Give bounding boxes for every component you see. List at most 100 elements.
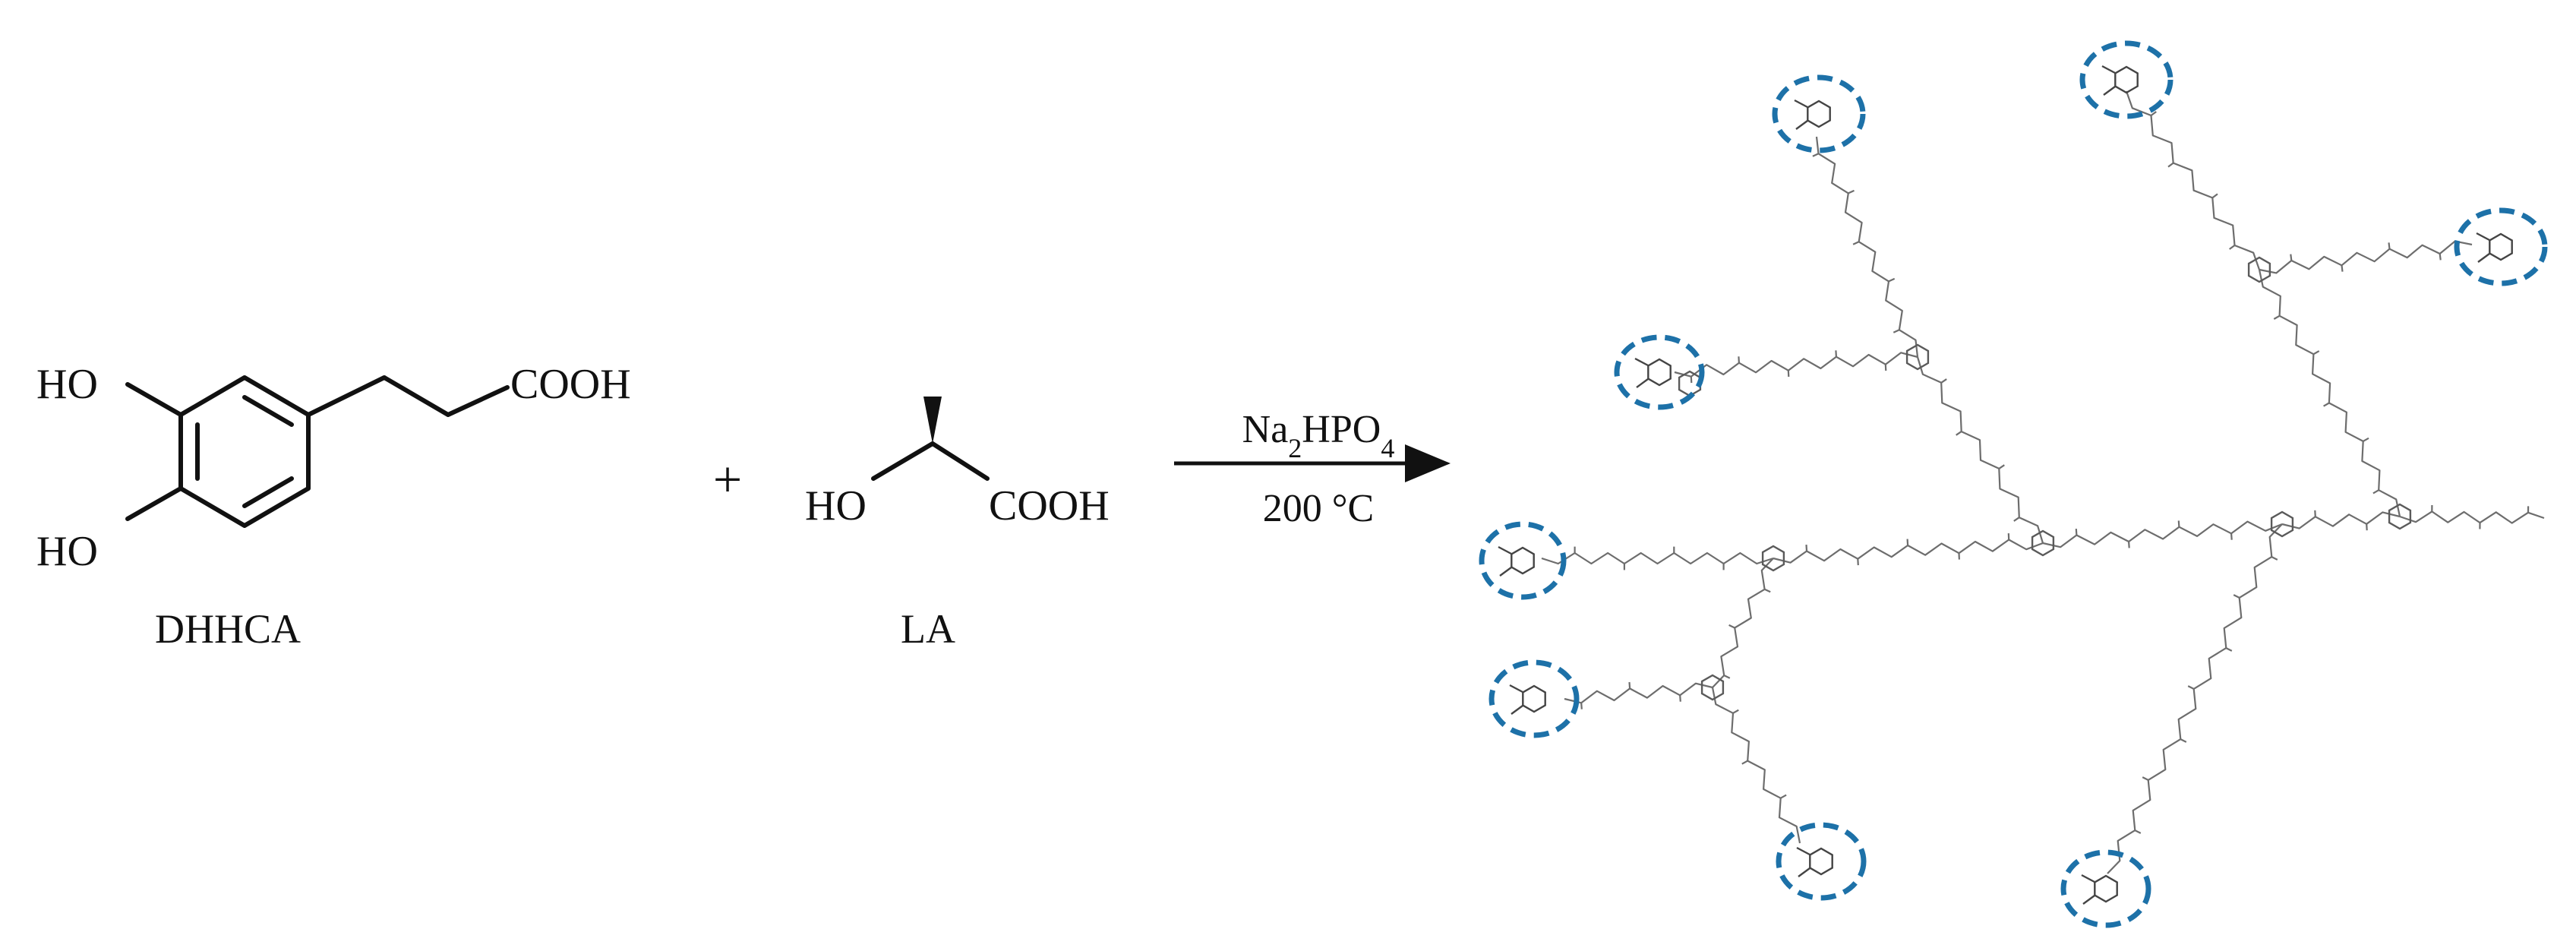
dhhca-oh-bond-bottom [125, 486, 183, 521]
carbonyl-tick [2229, 245, 2236, 250]
carbonyl-tick [1940, 378, 1947, 384]
hydroxyl-bond [1509, 684, 1523, 694]
branch-point-ring-icon [2031, 529, 2055, 557]
polymer-chain-segment [2281, 511, 2401, 529]
polymer-chain-segment [2125, 90, 2261, 270]
polymer-chain-segment [2107, 523, 2283, 874]
polymer-chain-segment [1916, 356, 2044, 544]
end-group-highlight [1614, 334, 1705, 410]
carbonyl-tick [1787, 370, 1790, 378]
hydroxyl-bond [1499, 567, 1512, 577]
catechol-ring-icon [2489, 232, 2513, 261]
carbonyl-tick [2271, 556, 2278, 561]
carbonyl-tick [2177, 520, 2180, 527]
dhhca-cooh: COOH [510, 361, 631, 408]
la-ho-bond [871, 441, 935, 481]
carbonyl-tick [2314, 510, 2316, 517]
carbonyl-tick [1732, 709, 1739, 714]
carbonyl-tick [1738, 356, 1740, 363]
hydroxyl-bond [2081, 874, 2095, 883]
carbonyl-tick [2372, 489, 2379, 495]
polymer-chain-segment [2399, 510, 2545, 524]
carbonyl-tick [2142, 776, 2149, 781]
dhhca-structure: HO HO COOH DHHCA [36, 361, 631, 652]
polymer-chains [1541, 90, 2545, 874]
branch-point-rings [1678, 256, 2412, 701]
hydroxyl-bond [1634, 357, 1649, 367]
branch-point-ring-icon [2388, 503, 2412, 530]
hydroxyl-bond [2476, 232, 2490, 242]
catechol-ring-icon [1809, 847, 1833, 876]
dhhca-double-bond [242, 395, 294, 427]
end-group-highlight [1488, 659, 1580, 738]
carbonyl-tick [1893, 329, 1900, 333]
branch-point-ring-icon [2270, 510, 2294, 538]
catechol-end-groups [1479, 40, 2548, 928]
catechol-end-group [1772, 74, 1866, 153]
carbonyl-tick [1852, 241, 1860, 245]
hydroxyl-bond [1795, 120, 1808, 130]
carbonyl-tick [2187, 685, 2195, 690]
carbonyl-tick [2312, 350, 2320, 356]
hydroxyl-bond [1636, 378, 1649, 388]
plus-sign: + [713, 450, 742, 508]
carbonyl-tick [2075, 529, 2078, 536]
hydroxyl-bond [1794, 99, 1808, 109]
carbonyl-tick [2211, 193, 2218, 199]
carbonyl-tick [1580, 703, 1583, 709]
carbonyl-tick [1741, 760, 1748, 765]
dhhca-side-chain [306, 375, 510, 417]
end-group-highlight [2079, 40, 2174, 119]
catechol-end-group [1479, 521, 1567, 600]
carbonyl-tick [2388, 242, 2391, 249]
la-cooh-bond [930, 441, 990, 481]
catechol-end-group [1488, 659, 1580, 738]
catalyst-label: Na2HPO4 [1242, 408, 1395, 463]
carbonyl-tick [2439, 253, 2442, 261]
la-ho: HO [805, 482, 867, 529]
carbonyl-tick [1728, 624, 1735, 629]
catechol-end-group [2060, 849, 2151, 928]
catechol-ring-icon [1647, 358, 1672, 387]
catechol-ring-icon [2094, 874, 2118, 903]
reaction-arrow-group: Na2HPO4 200 °C [1174, 408, 1451, 530]
carbonyl-tick [2366, 523, 2368, 531]
end-group-highlight [2060, 849, 2151, 928]
carbonyl-tick [2134, 830, 2142, 834]
la-cooh: COOH [989, 482, 1110, 529]
carbonyl-tick [2180, 738, 2187, 743]
carbonyl-tick [2290, 254, 2293, 261]
hydroxyl-bond [1511, 705, 1523, 715]
polymer-chain-segment [1712, 558, 1774, 688]
polymer-chain-segment [2258, 269, 2401, 517]
carbonyl-tick [1723, 675, 1731, 679]
catechol-ring-icon [2114, 65, 2139, 94]
dhhca-label: DHHCA [155, 606, 301, 652]
dhhca-ho-bottom: HO [36, 528, 98, 575]
hydroxyl-bond [2101, 65, 2116, 74]
la-structure: HO COOH LA [805, 397, 1110, 652]
catechol-end-group [1776, 822, 1867, 901]
polymer-chain-segment [1541, 551, 1774, 565]
end-group-highlight [2454, 207, 2548, 286]
hydroxyl-bond [2082, 895, 2095, 905]
branch-point-ring-icon [2247, 256, 2271, 283]
dhhca-ho-top: HO [36, 361, 98, 408]
dhhca-oh-bond-top [125, 382, 183, 417]
catechol-end-group [2079, 40, 2174, 119]
carbonyl-tick [2167, 162, 2174, 168]
la-label: LA [901, 606, 955, 652]
polymer-chain-segment [1711, 687, 1801, 844]
carbonyl-tick [2323, 402, 2330, 407]
catechol-end-group [2454, 207, 2548, 286]
carbonyl-tick [2225, 647, 2233, 652]
carbonyl-tick [1690, 376, 1693, 384]
catechol-ring-icon [1511, 546, 1535, 575]
hydroxyl-bond [1798, 867, 1810, 877]
catechol-ring-icon [1807, 100, 1831, 128]
carbonyl-tick [1679, 695, 1681, 702]
polymer-chain-segment [2042, 520, 2283, 548]
carbonyl-tick [2013, 517, 2020, 522]
hydroxyl-bond [1498, 545, 1512, 555]
